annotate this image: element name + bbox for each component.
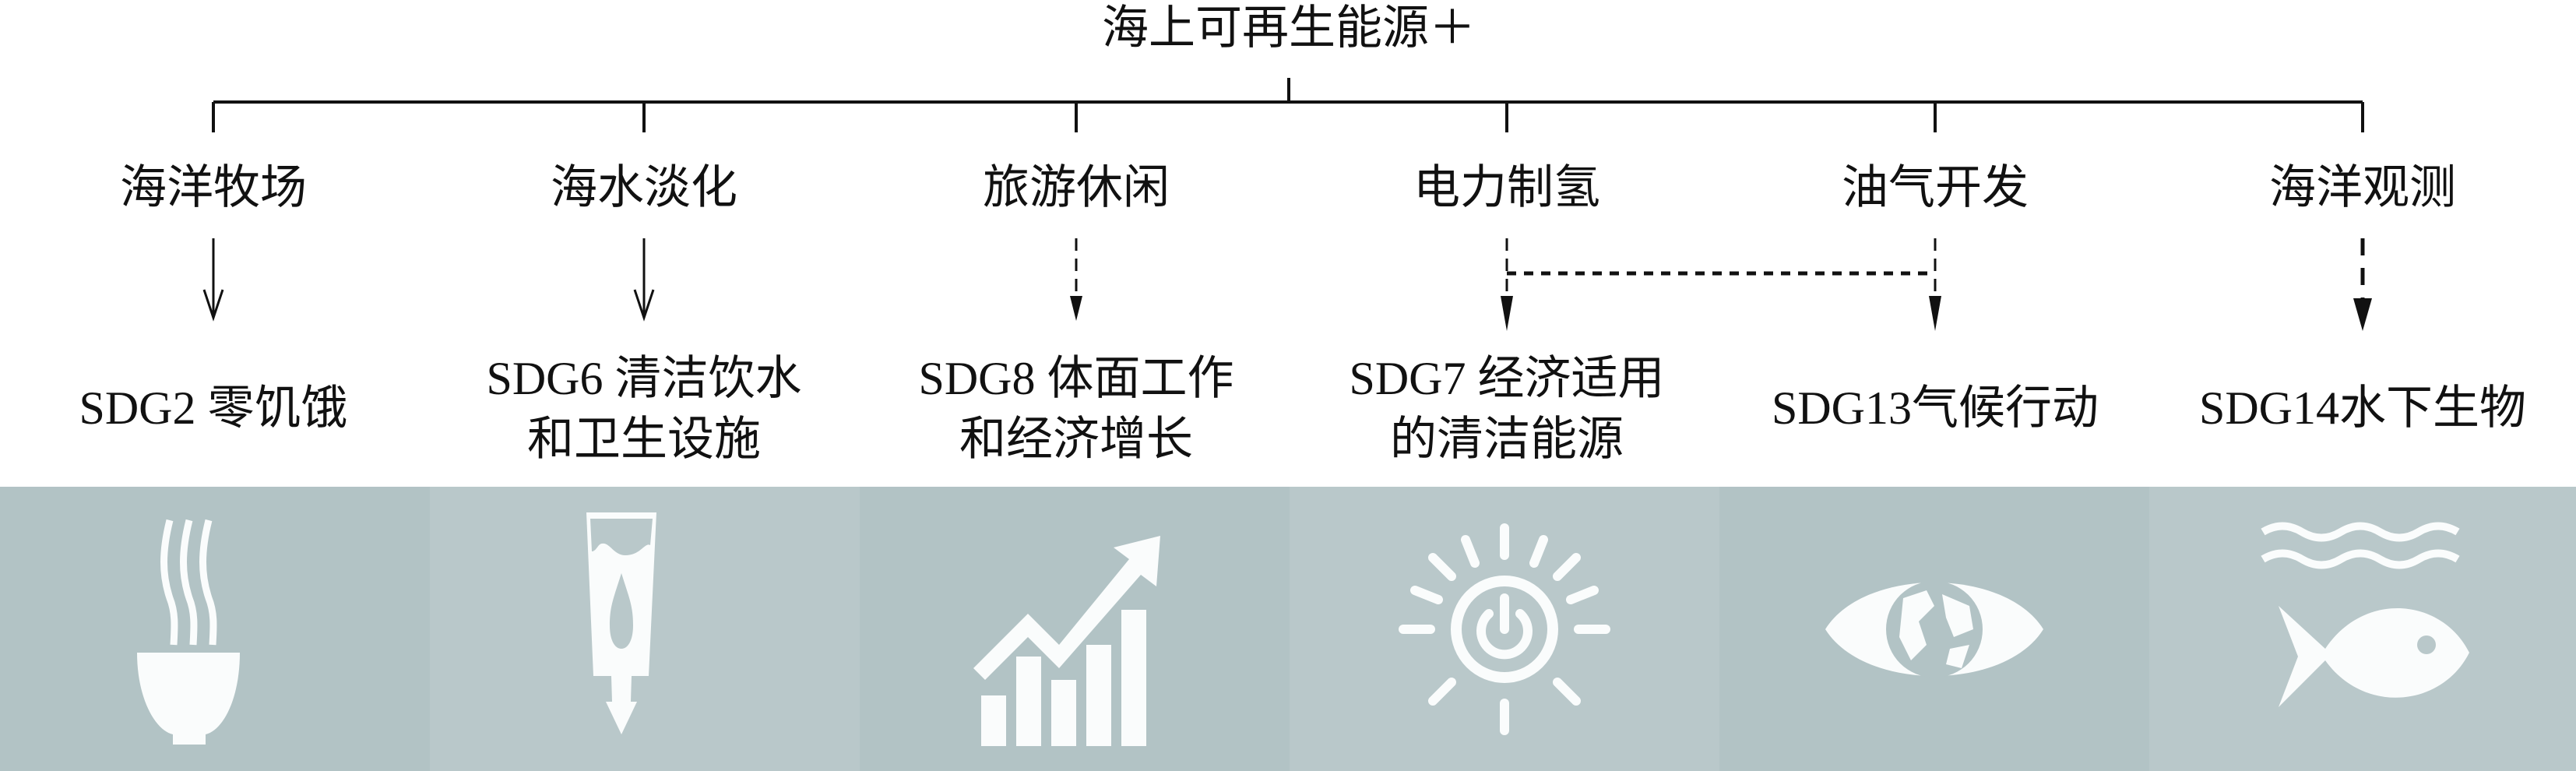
sdg-label: SDG2 零饥饿 xyxy=(79,382,348,434)
water-glass-icon xyxy=(586,512,656,734)
connector-lines xyxy=(202,78,2372,331)
sdg-label: SDG13气候行动 xyxy=(1771,382,2099,434)
sdg-label: 和卫生设施 xyxy=(527,414,761,465)
panel-sdg14 xyxy=(2149,487,2576,771)
sdg-label: SDG7 经济适用 xyxy=(1349,353,1665,404)
branch-label: 海洋观测 xyxy=(2269,162,2456,213)
panel-sdg13 xyxy=(1719,487,2149,771)
sdg-label: SDG6 清洁饮水 xyxy=(486,353,802,404)
root-label: 海上可再生能源＋ xyxy=(1102,2,1476,54)
panel-sdg8 xyxy=(860,487,1290,771)
branch-label: 电力制氢 xyxy=(1413,162,1600,213)
sdg-label: SDG14水下生物 xyxy=(2198,382,2527,434)
branch-label: 旅游休闲 xyxy=(983,162,1170,213)
panel-sdg2 xyxy=(0,487,430,771)
fish-waves-icon xyxy=(2261,522,2469,707)
arrow-sdg14 xyxy=(2353,298,2372,331)
branch-label: 海水淡化 xyxy=(551,162,737,213)
growth-chart-icon xyxy=(973,535,1160,746)
bowl-icon xyxy=(137,519,240,745)
eye-globe-icon xyxy=(1825,580,2043,678)
panel-sdg6 xyxy=(430,487,860,771)
panel-sdg7 xyxy=(1290,487,1719,771)
sun-power-icon xyxy=(1399,523,1610,735)
sdg-label: SDG8 体面工作 xyxy=(918,353,1234,404)
sdg-label: 的清洁能源 xyxy=(1390,414,1624,465)
branch-label: 海洋牧场 xyxy=(120,162,307,213)
sdg-label: 和经济增长 xyxy=(959,414,1193,465)
branch-label: 油气开发 xyxy=(1842,162,2029,213)
